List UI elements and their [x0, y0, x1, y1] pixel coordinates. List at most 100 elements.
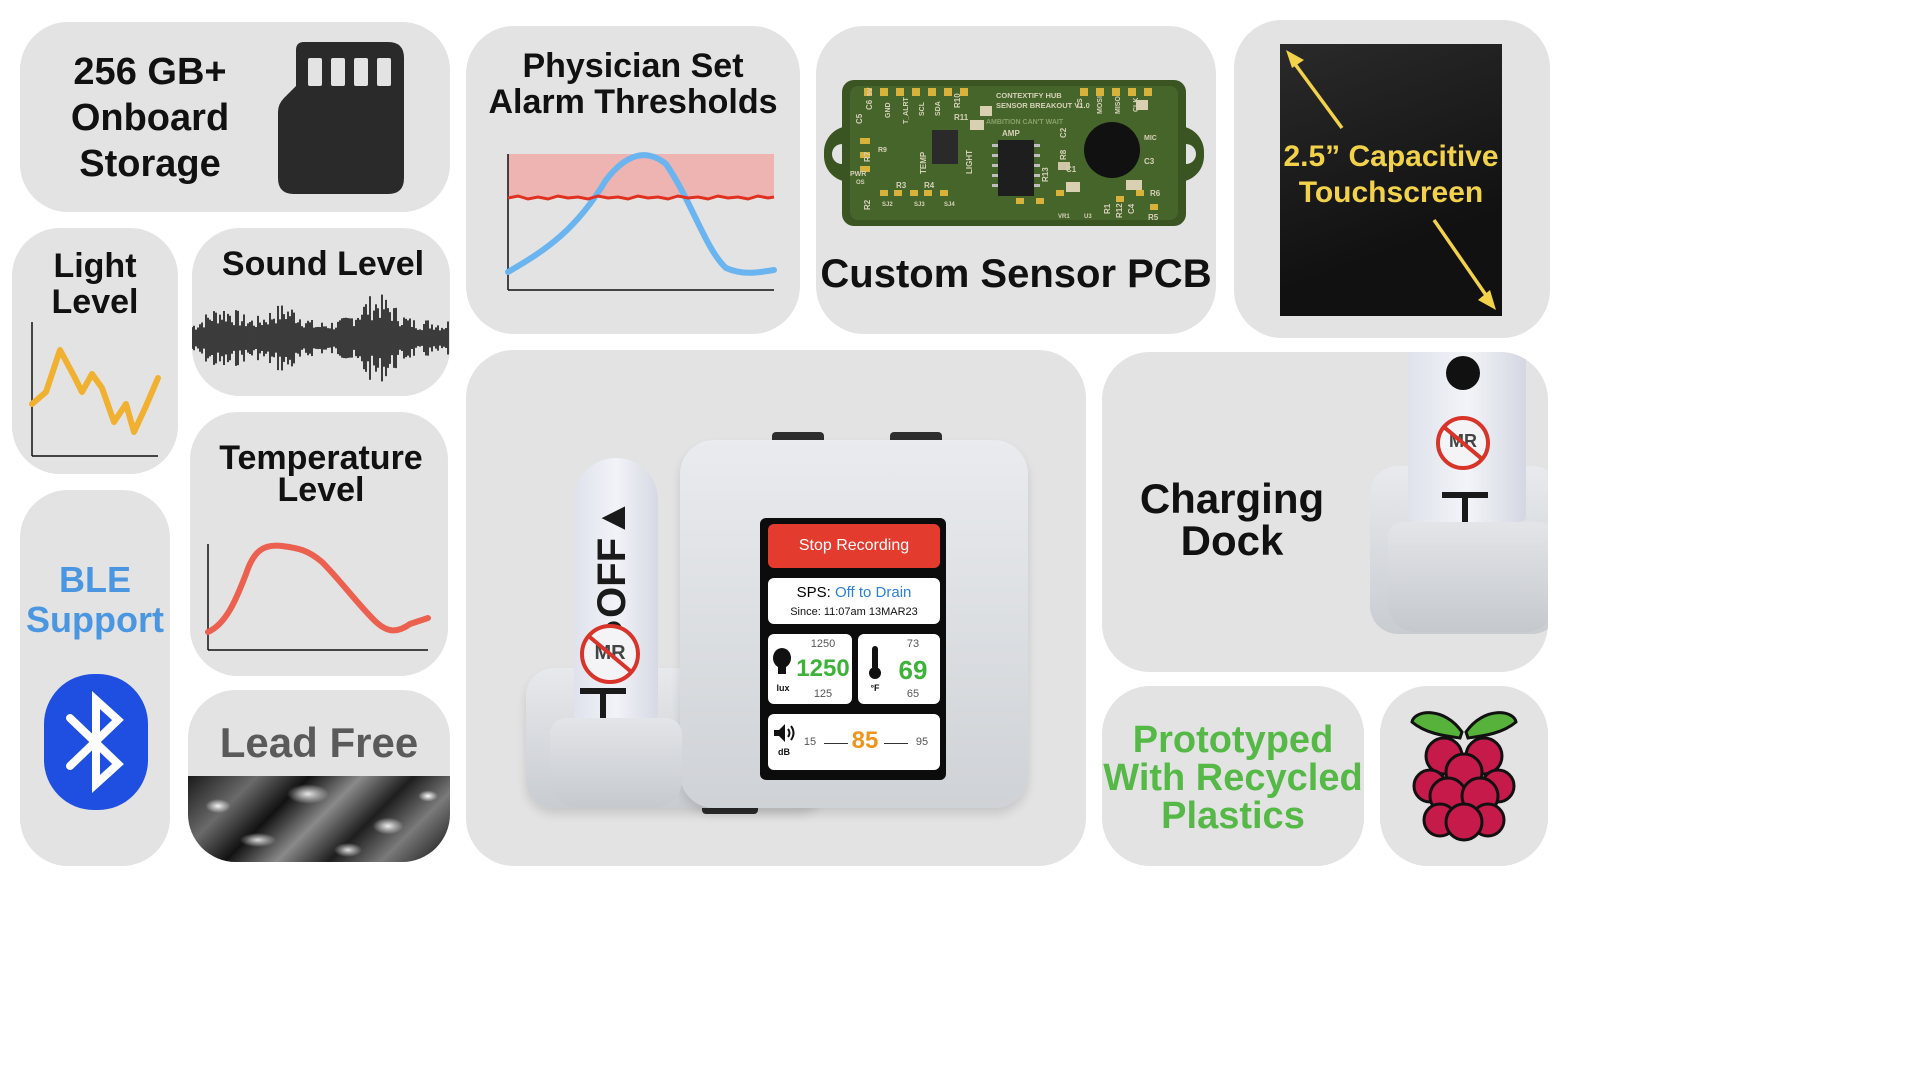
microphone	[1084, 122, 1140, 178]
light-min: 125	[813, 688, 833, 700]
dock-slot-front	[550, 718, 682, 808]
silk-vr1: VR1	[1058, 214, 1070, 220]
silk-sj4: SJ4	[944, 202, 955, 208]
lightbulb-icon	[773, 648, 791, 674]
diagonal-arrows-icon	[1286, 50, 1496, 310]
temp-max: 73	[906, 638, 920, 650]
device-screen: Stop Recording SPS: Off to Drain Since: …	[760, 518, 946, 780]
silk-mosi: MOSI	[1097, 96, 1104, 114]
touchscreen-line1: 2.5” Capacitive	[1283, 140, 1499, 173]
lead-free-tile: Lead Free	[188, 690, 450, 862]
light-max: 1250	[810, 638, 836, 650]
silk-r1: R1	[1103, 203, 1112, 214]
dock-stick-button	[1446, 356, 1480, 390]
silk-r10: R10	[953, 93, 962, 108]
temperature-level-tile: Temperature Level	[190, 412, 448, 676]
ble-line1: BLE	[59, 559, 131, 600]
silk-header2: SENSOR BREAKOUT V1.0	[996, 101, 1090, 110]
silk-os: OS	[856, 180, 865, 186]
recycled-plastics-tile: Prototyped With Recycled Plastics	[1102, 686, 1364, 866]
recycled-line1: Prototyped	[1132, 719, 1334, 761]
alarm-thresholds-tile: Physician Set Alarm Thresholds	[466, 26, 800, 334]
sound-range-line-right	[884, 743, 908, 744]
pcb-tile: CONTEXTIFY HUB SENSOR BREAKOUT V1.0 AMBI…	[816, 26, 1216, 334]
sound-waveform	[192, 294, 449, 382]
temperature-line2: Level	[277, 471, 365, 509]
silk-sda: SDA	[935, 101, 942, 116]
stop-recording-button[interactable]: Stop Recording	[768, 524, 940, 568]
silk-header1: CONTEXTIFY HUB	[996, 91, 1062, 100]
charging-line2: Dock	[1180, 517, 1284, 564]
dock-front	[1388, 522, 1548, 632]
recycled-line3: Plastics	[1161, 795, 1305, 837]
molten-metal-image	[188, 776, 450, 862]
storage-tile: 256 GB+ Onboard Storage	[20, 22, 450, 212]
alarm-line1: Physician Set	[522, 47, 744, 85]
raspberry-pi-logo-icon	[1410, 711, 1518, 842]
temperature-chart	[205, 542, 431, 651]
light-level-tile: Light Level	[12, 228, 178, 474]
storage-line3: Storage	[79, 143, 221, 185]
silk-amp: AMP	[1002, 129, 1020, 138]
silk-motto: AMBITION CAN'T WAIT	[986, 119, 1064, 126]
temperature-line1: Temperature	[219, 439, 423, 477]
silk-miso: MISO	[1115, 96, 1122, 114]
bluetooth-icon	[44, 674, 148, 810]
temperature-card: °F 73 69 65	[858, 634, 940, 704]
temp-min: 65	[906, 688, 920, 700]
recycled-line2: With Recycled	[1103, 757, 1363, 799]
stick-label: ●OFF▲	[590, 498, 634, 642]
silk-r3: R3	[896, 181, 907, 190]
pcb-board: CONTEXTIFY HUB SENSOR BREAKOUT V1.0 AMBI…	[824, 80, 1204, 226]
lead-free-title: Lead Free	[219, 719, 419, 766]
silk-sj3: SJ3	[914, 202, 925, 208]
sound-unit: dB	[778, 747, 790, 757]
light-level-chart	[29, 322, 161, 457]
sound-max: 95	[915, 736, 929, 748]
silk-r7: R7	[863, 151, 872, 162]
alarm-zone	[508, 154, 774, 198]
charging-dock-tile: Charging Dock MR	[1102, 352, 1548, 672]
silk-r13: R13	[1041, 167, 1050, 182]
storage-line2: Onboard	[70, 97, 230, 139]
alarm-threshold-chart	[505, 152, 777, 291]
silk-r5: R5	[1148, 213, 1159, 222]
threshold-line	[507, 194, 775, 201]
temp-value: 69	[898, 655, 928, 685]
thermometer-icon	[869, 646, 881, 679]
status-card: SPS: Off to Drain Since: 11:07am 13MAR23	[768, 578, 940, 624]
sound-level-tile: Sound Level	[192, 228, 450, 396]
sound-value: 85	[851, 727, 879, 754]
touchscreen-line2: Touchscreen	[1298, 176, 1484, 209]
sound-card: dB 15 85 95	[768, 714, 940, 770]
silk-r9: R9	[878, 147, 887, 154]
silk-c1: C1	[1066, 165, 1077, 174]
light-card: lux 1250 1250 125	[768, 634, 852, 704]
silk-5v: 5V	[867, 87, 874, 96]
silk-r11: R11	[954, 113, 969, 122]
touchscreen-tile: 2.5” Capacitive Touchscreen	[1234, 20, 1550, 338]
silk-u3: U3	[1084, 214, 1092, 220]
silk-mic: MIC	[1144, 135, 1157, 142]
amp-chip	[998, 140, 1034, 196]
silk-pwr: PWR	[850, 171, 866, 178]
light-value: 1250	[796, 655, 850, 682]
silk-r4: R4	[924, 181, 935, 190]
sound-range-line-left	[824, 743, 848, 744]
light-curve	[29, 347, 161, 435]
touchscreen-panel: 2.5” Capacitive Touchscreen	[1280, 44, 1502, 316]
silk-r8: R8	[1059, 149, 1068, 160]
silk-c3: C3	[1144, 157, 1155, 166]
light-line1: Light	[53, 247, 137, 285]
stop-recording-label: Stop Recording	[798, 537, 910, 554]
stick-no-mr-badge: MR	[580, 624, 640, 684]
speaker-icon	[774, 724, 795, 742]
dock-no-mr-badge: MR	[1436, 416, 1490, 470]
silk-light: LIGHT	[965, 150, 974, 174]
silk-c6: C6	[865, 99, 874, 110]
pcb-title: Custom Sensor PCB	[820, 252, 1212, 296]
raspberry-pi-tile	[1380, 686, 1548, 866]
status-since: Since: 11:07am 13MAR23	[790, 606, 918, 618]
silk-cs: CS	[1077, 98, 1084, 108]
silk-t-alrt: T_ALRT	[903, 96, 910, 124]
